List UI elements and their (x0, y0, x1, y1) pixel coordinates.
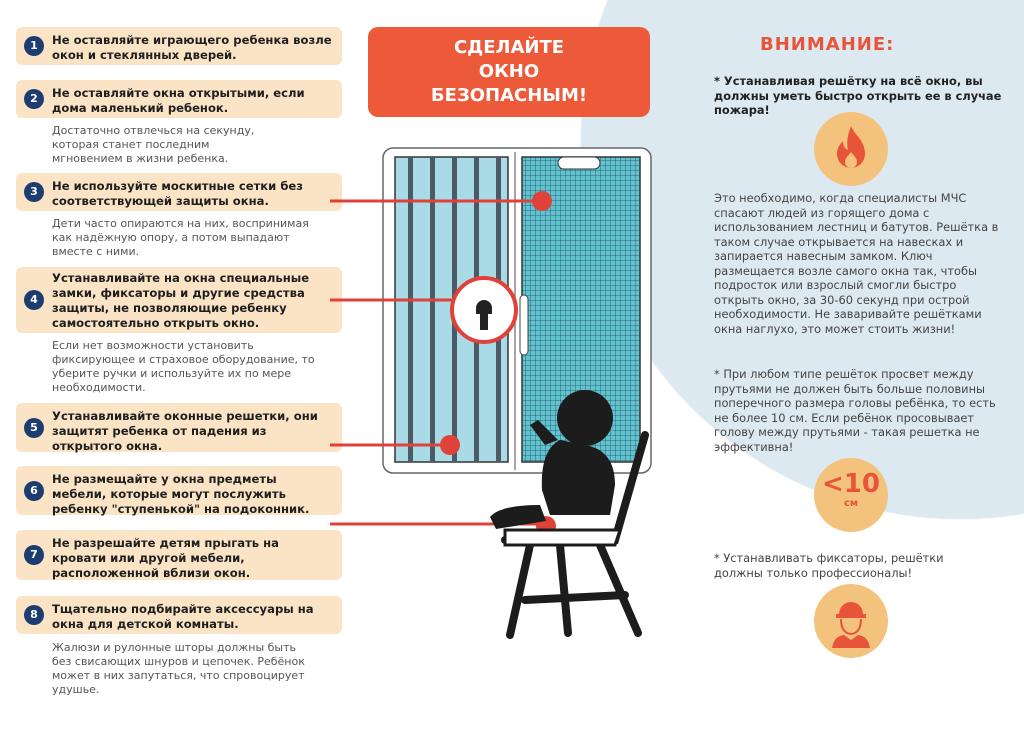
distance-badge: <10 см (814, 458, 888, 532)
tip-4: 4 Устанавливайте на окна специальные замк… (16, 267, 342, 333)
attention-text-3: * При любом типе решёток просвет между п… (714, 367, 996, 454)
tip-number: 1 (24, 36, 44, 56)
tip-number: 8 (24, 605, 44, 625)
window-illustration (330, 147, 652, 639)
tip-7: 7 Не разрешайте детям прыгать на кровати … (16, 530, 342, 580)
tip-text: Устанавливайте оконные решетки, они защи… (52, 409, 318, 453)
attention-text-1: * Устанавливая решётку на всё окно, вы д… (714, 74, 1002, 117)
badge-unit: см (843, 498, 859, 509)
tip-number: 7 (24, 545, 44, 565)
title-line: СДЕЛАЙТЕ (453, 37, 565, 58)
tip-3-note: Дети часто опираются на них, воспринимая… (52, 217, 309, 258)
page-title: СДЕЛАЙТЕ ОКНО БЕЗОПАСНЫМ! (368, 27, 650, 117)
tip-number: 5 (24, 417, 44, 438)
tip-5: 5 Устанавливайте оконные решетки, они защ… (16, 403, 342, 453)
tip-text: Не разрешайте детям прыгать на кровати и… (52, 536, 280, 580)
child-silhouette (490, 390, 615, 529)
tip-8: 8 Тщательно подбирайте аксессуары на окна… (16, 596, 342, 634)
tip-text: Устанавливайте на окна специальные замки… (52, 271, 310, 330)
badge-value: <10 (822, 469, 880, 499)
tip-text: Не используйте москитные сетки без соотв… (52, 179, 304, 208)
tip-4-note: Если нет возможности установить фиксирую… (52, 339, 315, 394)
worker-icon (814, 584, 888, 658)
tip-1: 1 Не оставляйте играющего ребенка возле о… (16, 27, 342, 65)
background-circle (580, 0, 1024, 520)
tip-3: 3 Не используйте москитные сетки без соот… (16, 173, 342, 211)
tip-number: 2 (24, 89, 44, 109)
fire-icon (814, 112, 888, 186)
tip-6: 6 Не размещайте у окна предметы мебели, к… (16, 466, 342, 516)
title-line: ОКНО (478, 61, 540, 82)
tip-8-note: Жалюзи и рулонные шторы должны быть без … (52, 641, 305, 696)
tip-2-note: Достаточно отвлечься на секунду, которая… (52, 124, 255, 165)
tip-text: Тщательно подбирайте аксессуары на окна … (52, 602, 314, 631)
tip-text: Не оставляйте играющего ребенка возле ок… (52, 33, 332, 62)
attention-text-4: * Устанавливать фиксаторы, решётки должн… (714, 551, 944, 580)
title-line: БЕЗОПАСНЫМ! (430, 85, 588, 106)
tip-text: Не оставляйте окна открытыми, если дома … (52, 86, 305, 115)
attention-text-2: Это необходимо, когда специалисты МЧС сп… (714, 191, 999, 336)
tip-number: 3 (24, 182, 44, 202)
tip-2: 2 Не оставляйте окна открытыми, если дома… (16, 80, 342, 118)
tip-text: Не размещайте у окна предметы мебели, ко… (52, 472, 310, 516)
tip-number: 4 (24, 290, 44, 310)
tip-number: 6 (24, 480, 44, 501)
attention-heading: ВНИМАНИЕ: (760, 34, 895, 55)
